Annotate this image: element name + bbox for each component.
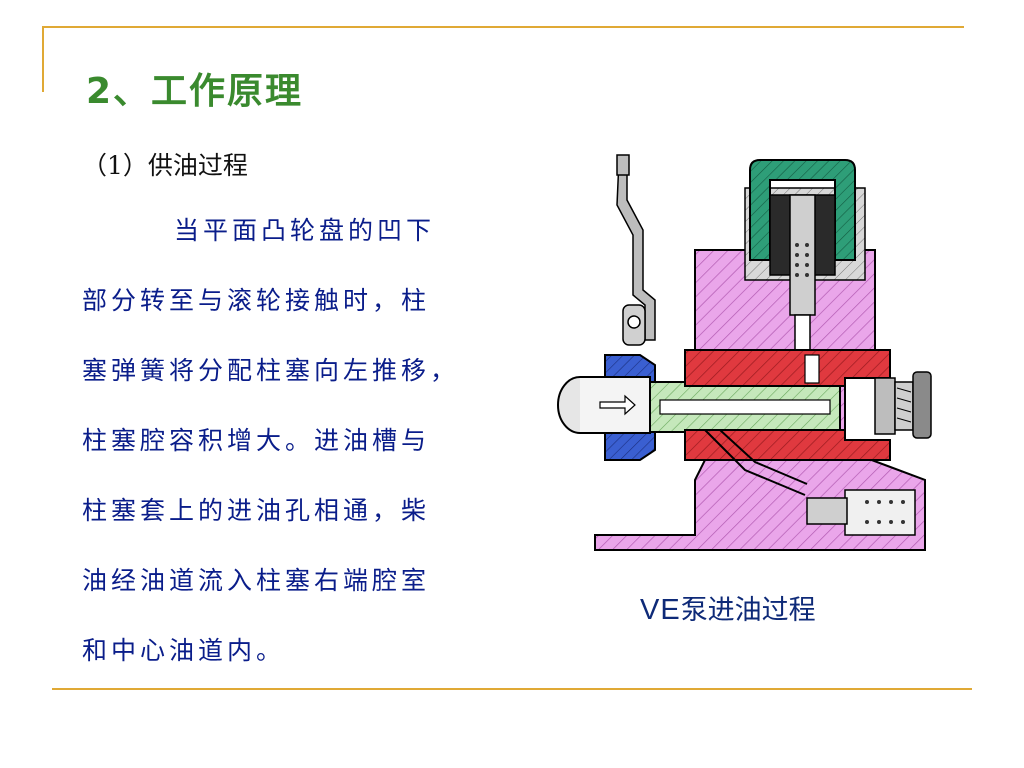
body-line: 柱塞套上的进油孔相通，柴 [82,496,431,525]
control-lever [616,154,656,346]
plunger-shaft [557,376,651,434]
distributor-plunger [649,381,841,433]
body-line: 部分转至与滚轮接触时，柱 [82,286,431,315]
plunger-barrel [684,349,891,461]
body-line: 当平面凸轮盘的凹下 [174,216,436,245]
body-paragraph: 当平面凸轮盘的凹下 部分转至与滚轮接触时，柱 塞弹簧将分配柱塞向左推移， 柱塞腔… [82,196,502,686]
fuel-inlet-passage [704,429,808,496]
figure-caption: VE泵进油过程 [640,588,816,627]
section-heading: （1）供油过程 [82,151,248,180]
body-line: 和中心油道内。 [82,636,286,665]
ve-pump-diagram [545,150,945,570]
top-accent-rule [44,26,964,28]
slide-title: 2、工作原理 [86,71,304,112]
delivery-valve [806,489,916,536]
caption-text: 泵进油过程 [680,595,816,625]
ve-pump-cross-section [557,154,932,551]
body-line: 油经油道流入柱塞右端腔室 [82,566,431,595]
left-accent-rule [42,26,44,92]
body-line: 塞弹簧将分配柱塞向左推移， [82,356,460,385]
end-plug-screw [874,371,932,439]
body-line: 柱塞腔容积增大。进油槽与 [82,426,431,455]
solenoid-valve [749,159,856,361]
caption-latin: VE [640,594,681,626]
bottom-accent-rule [52,688,972,690]
